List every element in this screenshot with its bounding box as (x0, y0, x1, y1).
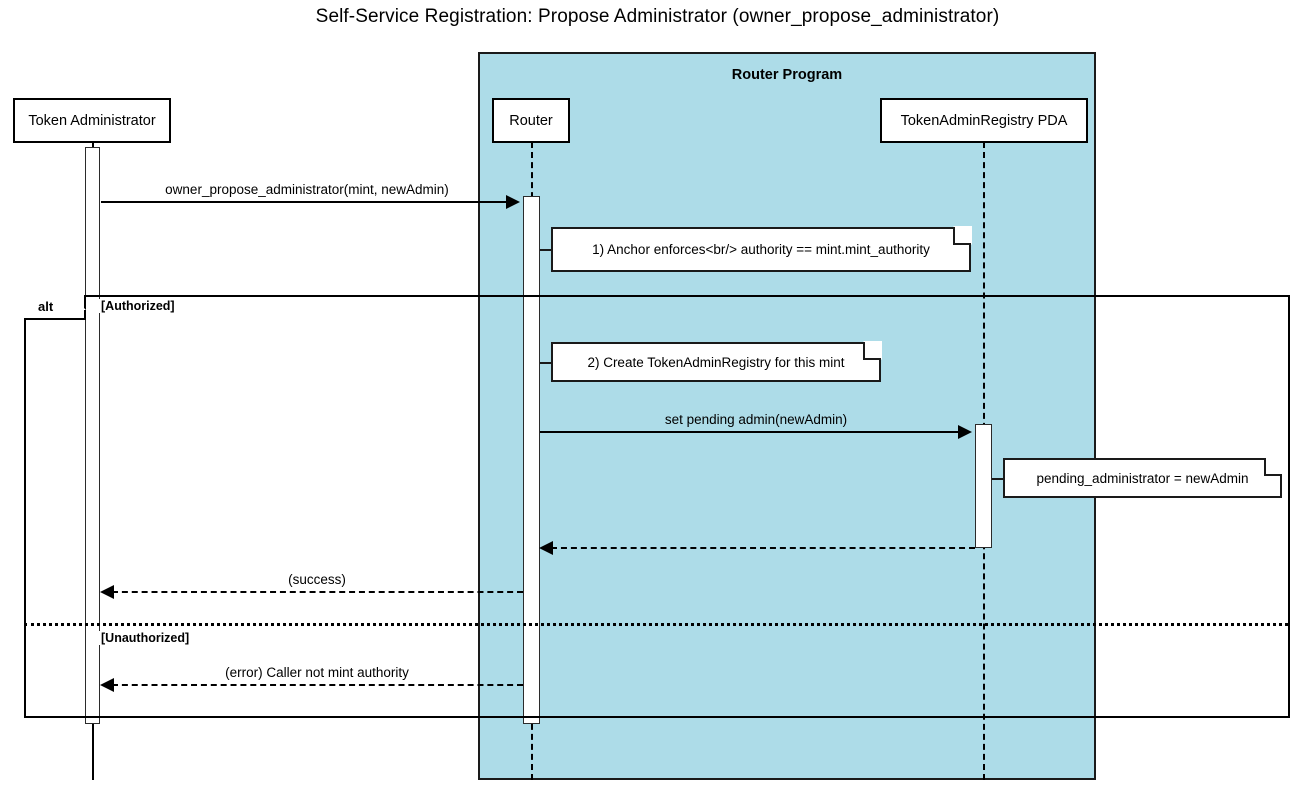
message-line-error (112, 684, 523, 686)
fragment-guard-authorized: [Authorized] (99, 299, 177, 313)
note-connector-pending-administrator (992, 478, 1004, 480)
message-arrowhead-error (100, 678, 114, 692)
note-fold-corner-icon (863, 342, 881, 360)
fragment-alt (24, 295, 1290, 718)
message-label-owner-propose-administrator: owner_propose_administrator(mint, newAdm… (165, 182, 449, 197)
message-line-pda-return (551, 547, 975, 549)
fragment-guard-unauthorized: [Unauthorized] (99, 631, 192, 645)
message-line-success (112, 591, 523, 593)
group-router-program-label: Router Program (731, 67, 843, 83)
fragment-body-right-fill (1096, 295, 1290, 718)
note-pending-administrator: pending_administrator = newAdmin (1003, 457, 1283, 498)
message-arrowhead-pda-return (539, 541, 553, 555)
message-label-success: (success) (288, 572, 346, 587)
group-router-program: Router Program (478, 52, 1096, 780)
note-connector-anchor-enforces (540, 249, 552, 251)
message-line-set-pending-admin (540, 431, 959, 433)
fragment-alt-tab-corner-icon (71, 295, 86, 310)
note-create-registry: 2) Create TokenAdminRegistry for this mi… (551, 341, 882, 382)
note-connector-create-registry (540, 362, 552, 364)
message-arrowhead-set-pending-admin (958, 425, 972, 439)
fragment-alt-operator-label: alt (38, 299, 54, 314)
activation-token-admin-registry-pda (975, 424, 992, 548)
note-anchor-enforces: 1) Anchor enforces<br/> authority == min… (551, 226, 972, 272)
participant-token-administrator-label: Token Administrator (28, 112, 156, 129)
note-anchor-enforces-text: 1) Anchor enforces<br/> authority == min… (592, 242, 930, 257)
message-label-error: (error) Caller not mint authority (225, 665, 409, 680)
note-fold-corner-icon (1264, 458, 1282, 476)
message-arrowhead-success (100, 585, 114, 599)
participant-router[interactable]: Router (492, 98, 570, 143)
participant-token-admin-registry-pda-label: TokenAdminRegistry PDA (900, 112, 1068, 129)
activation-router (523, 196, 540, 724)
activation-token-administrator (85, 147, 100, 724)
note-create-registry-text: 2) Create TokenAdminRegistry for this mi… (587, 354, 845, 370)
message-arrowhead-owner-propose-administrator (506, 195, 520, 209)
message-label-set-pending-admin: set pending admin(newAdmin) (664, 412, 848, 427)
participant-token-admin-registry-pda[interactable]: TokenAdminRegistry PDA (880, 98, 1088, 143)
note-pending-administrator-text: pending_administrator = newAdmin (1036, 470, 1249, 486)
participant-router-label: Router (509, 112, 553, 129)
participant-token-administrator[interactable]: Token Administrator (13, 98, 171, 143)
page-title: Self-Service Registration: Propose Admin… (315, 6, 1000, 27)
fragment-alt-divider (24, 623, 1288, 626)
note-fold-corner-icon (953, 227, 971, 245)
message-line-owner-propose-administrator (101, 201, 507, 203)
